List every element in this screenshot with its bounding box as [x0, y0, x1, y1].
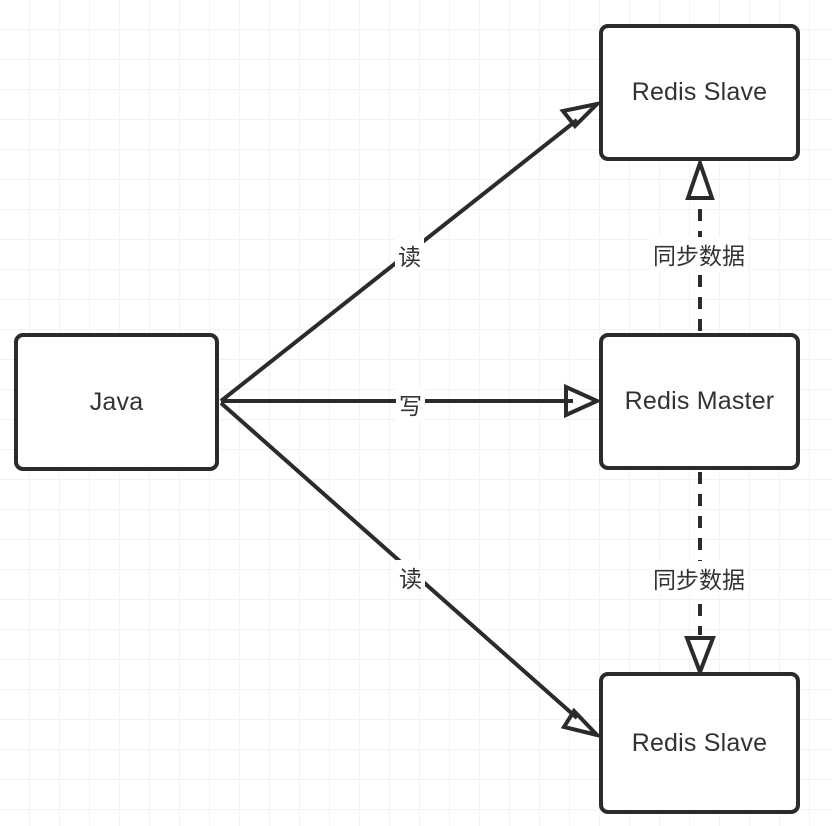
node-label: Redis Slave: [631, 78, 768, 106]
node-label: Redis Master: [624, 387, 775, 415]
node-label: Redis Slave: [631, 728, 768, 757]
node-redis-slave-bottom[interactable]: Redis Slave: [599, 672, 800, 814]
arrowhead-open-icon: [560, 707, 604, 739]
node-label: Java: [89, 387, 144, 416]
node-redis-slave-top[interactable]: Redis Slave: [599, 24, 800, 161]
edge-label-sync-bottom: 同步数据: [650, 561, 748, 595]
edge-master-to-slave-bottom: [684, 472, 716, 678]
arrowhead-open-icon: [684, 636, 716, 678]
arrowhead-open-icon: [559, 100, 604, 129]
edge-label-read-bottom: 读: [396, 560, 425, 594]
arrowhead-open-icon: [685, 156, 715, 200]
edge-label-sync-top: 同步数据: [650, 237, 748, 271]
arrowhead-open-icon: [564, 383, 602, 419]
edge-label-read-top: 读: [395, 238, 424, 272]
node-redis-master[interactable]: Redis Master: [599, 333, 800, 470]
node-java[interactable]: Java: [14, 333, 219, 471]
edge-master-to-slave-top: [685, 156, 715, 331]
edge-label-write: 写: [396, 387, 425, 421]
